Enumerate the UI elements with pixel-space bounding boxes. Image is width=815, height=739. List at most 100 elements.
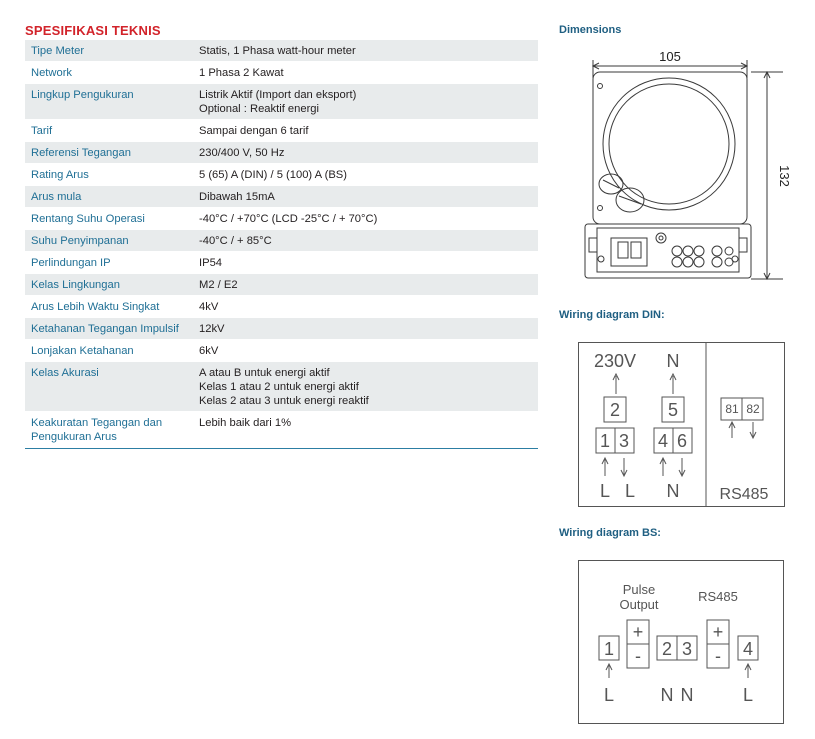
spec-label: Tarif xyxy=(25,124,199,138)
spec-value: Dibawah 15mA xyxy=(199,190,538,204)
spec-value: Listrik Aktif (Import dan eksport) Option… xyxy=(199,88,538,116)
bs-pulse-minus: - xyxy=(635,646,641,666)
spec-label-line: Network xyxy=(31,67,73,79)
spec-label-line: Referensi Tegangan xyxy=(31,147,131,159)
bs-rs485-minus: - xyxy=(715,646,721,666)
spec-row: Arus Lebih Waktu Singkat 4kV xyxy=(25,296,538,318)
spec-label: Kelas Akurasi xyxy=(25,366,199,408)
spec-label-line: Arus Lebih Waktu Singkat xyxy=(31,301,160,313)
spec-table: Tipe Meter Statis, 1 Phasa watt-hour mete… xyxy=(25,40,538,449)
spec-label: Tipe Meter xyxy=(25,44,199,58)
bs-terminal-2: 2 xyxy=(662,639,672,659)
bs-pulse-label-2: Output xyxy=(619,597,658,612)
spec-value-line: Listrik Aktif (Import dan eksport) xyxy=(199,89,357,101)
spec-label: Rentang Suhu Operasi xyxy=(25,212,199,226)
spec-label-line: Kelas Akurasi xyxy=(31,367,99,379)
wiring-bs-heading: Wiring diagram BS: xyxy=(559,527,661,539)
spec-label-line: Rating Arus xyxy=(31,169,89,181)
spec-value-line: A atau B untuk energi aktif xyxy=(199,367,330,379)
din-terminal-5: 5 xyxy=(668,400,678,420)
meter-dimension-drawing: 105 132 xyxy=(584,49,792,281)
spec-value: Statis, 1 Phasa watt-hour meter xyxy=(199,44,538,58)
spec-label: Kelas Lingkungan xyxy=(25,278,199,292)
din-label-n-top: N xyxy=(667,351,680,371)
din-rs485-label: RS485 xyxy=(720,486,769,503)
spec-label-line: Arus mula xyxy=(31,191,82,203)
din-terminal-4: 4 xyxy=(658,431,668,451)
din-terminal-81: 81 xyxy=(725,402,739,416)
bs-pulse-label-1: Pulse xyxy=(623,582,656,597)
spec-value-line: 230/400 V, 50 Hz xyxy=(199,147,285,159)
spec-label: Network xyxy=(25,66,199,80)
spec-value-line: Sampai dengan 6 tarif xyxy=(199,125,309,137)
spec-row: Suhu Penyimpanan-40°C / + 85°C xyxy=(25,230,538,252)
spec-value-line: Lebih baik dari 1% xyxy=(199,417,292,429)
spec-value-line: Optional : Reaktif energi xyxy=(199,103,320,115)
spec-row: Ketahanan Tegangan Impulsif 12kV xyxy=(25,318,538,340)
spec-value: 1 Phasa 2 Kawat xyxy=(199,66,538,80)
bs-pulse-plus: + xyxy=(633,622,644,642)
spec-label: Lingkup Pengukuran xyxy=(25,88,199,116)
spec-value-line: 5 (65) A (DIN) / 5 (100) A (BS) xyxy=(199,169,347,181)
spec-value-line: 12kV xyxy=(199,323,225,335)
spec-value-line: M2 / E2 xyxy=(199,279,238,291)
din-terminal-6: 6 xyxy=(677,431,687,451)
spec-row: Tipe Meter Statis, 1 Phasa watt-hour mete… xyxy=(25,40,538,62)
spec-label-line: Rentang Suhu Operasi xyxy=(31,213,145,225)
din-label-230v: 230V xyxy=(594,351,636,371)
spec-row: Arus mula Dibawah 15mA xyxy=(25,186,538,208)
spec-value: -40°C / + 85°C xyxy=(199,234,538,248)
spec-value: 4kV xyxy=(199,300,538,314)
din-label-l-1: L xyxy=(600,481,610,501)
spec-label: Ketahanan Tegangan Impulsif xyxy=(25,322,199,336)
spec-label-line: Tipe Meter xyxy=(31,45,85,57)
spec-row: Referensi Tegangan 230/400 V, 50 Hz xyxy=(25,142,538,164)
spec-value: 5 (65) A (DIN) / 5 (100) A (BS) xyxy=(199,168,538,182)
spec-value: Lebih baik dari 1% xyxy=(199,416,538,444)
spec-label-line: Perlindungan IP xyxy=(31,257,111,269)
spec-label-line: Lonjakan Ketahanan xyxy=(31,345,134,357)
spec-value-line: -40°C / +70°C (LCD -25°C / + 70°C) xyxy=(199,213,378,225)
din-terminal-3: 3 xyxy=(619,431,629,451)
spec-value-line: Kelas 1 atau 2 untuk energi aktif xyxy=(199,381,359,393)
dimension-width-label: 105 xyxy=(659,49,681,64)
spec-row: Network 1 Phasa 2 Kawat xyxy=(25,62,538,84)
wiring-diagram-bs: Pulse Output RS485 1 2 3 4 + - + - L N N… xyxy=(578,560,784,724)
spec-row: Tarif Sampai dengan 6 tarif xyxy=(25,120,538,142)
spec-label-line: Tarif xyxy=(31,125,53,137)
dimension-height-label: 132 xyxy=(777,165,792,187)
spec-row: Kelas Akurasi A atau B untuk energi aktif… xyxy=(25,362,538,412)
bs-label-n-1: N xyxy=(661,685,674,705)
bs-label-l-1: L xyxy=(604,685,614,705)
bs-rs485-plus: + xyxy=(713,622,724,642)
spec-label: Referensi Tegangan xyxy=(25,146,199,160)
bs-label-l-2: L xyxy=(743,685,753,705)
spec-label: Rating Arus xyxy=(25,168,199,182)
din-label-l-2: L xyxy=(625,481,635,501)
spec-label-line: Lingkup Pengukuran xyxy=(31,89,134,101)
spec-row: Lingkup Pengukuran Listrik Aktif (Import … xyxy=(25,84,538,120)
bs-terminal-3: 3 xyxy=(682,639,692,659)
spec-value: IP54 xyxy=(199,256,538,270)
spec-label-line: Ketahanan Tegangan Impulsif xyxy=(31,323,179,335)
spec-label: Arus mula xyxy=(25,190,199,204)
spec-value: -40°C / +70°C (LCD -25°C / + 70°C) xyxy=(199,212,538,226)
spec-row: Perlindungan IP IP54 xyxy=(25,252,538,274)
spec-label: Perlindungan IP xyxy=(25,256,199,270)
spec-value: 230/400 V, 50 Hz xyxy=(199,146,538,160)
bs-label-n-2: N xyxy=(681,685,694,705)
bs-terminal-1: 1 xyxy=(604,639,614,659)
spec-row: Rating Arus 5 (65) A (DIN) / 5 (100) A (B… xyxy=(25,164,538,186)
spec-value-line: -40°C / + 85°C xyxy=(199,235,272,247)
din-label-n-bottom: N xyxy=(667,481,680,501)
spec-value-line: Statis, 1 Phasa watt-hour meter xyxy=(199,45,356,57)
wiring-din-heading: Wiring diagram DIN: xyxy=(559,309,665,321)
din-terminal-82: 82 xyxy=(746,402,760,416)
spec-title: SPESIFIKASI TEKNIS xyxy=(25,23,161,38)
spec-value: Sampai dengan 6 tarif xyxy=(199,124,538,138)
